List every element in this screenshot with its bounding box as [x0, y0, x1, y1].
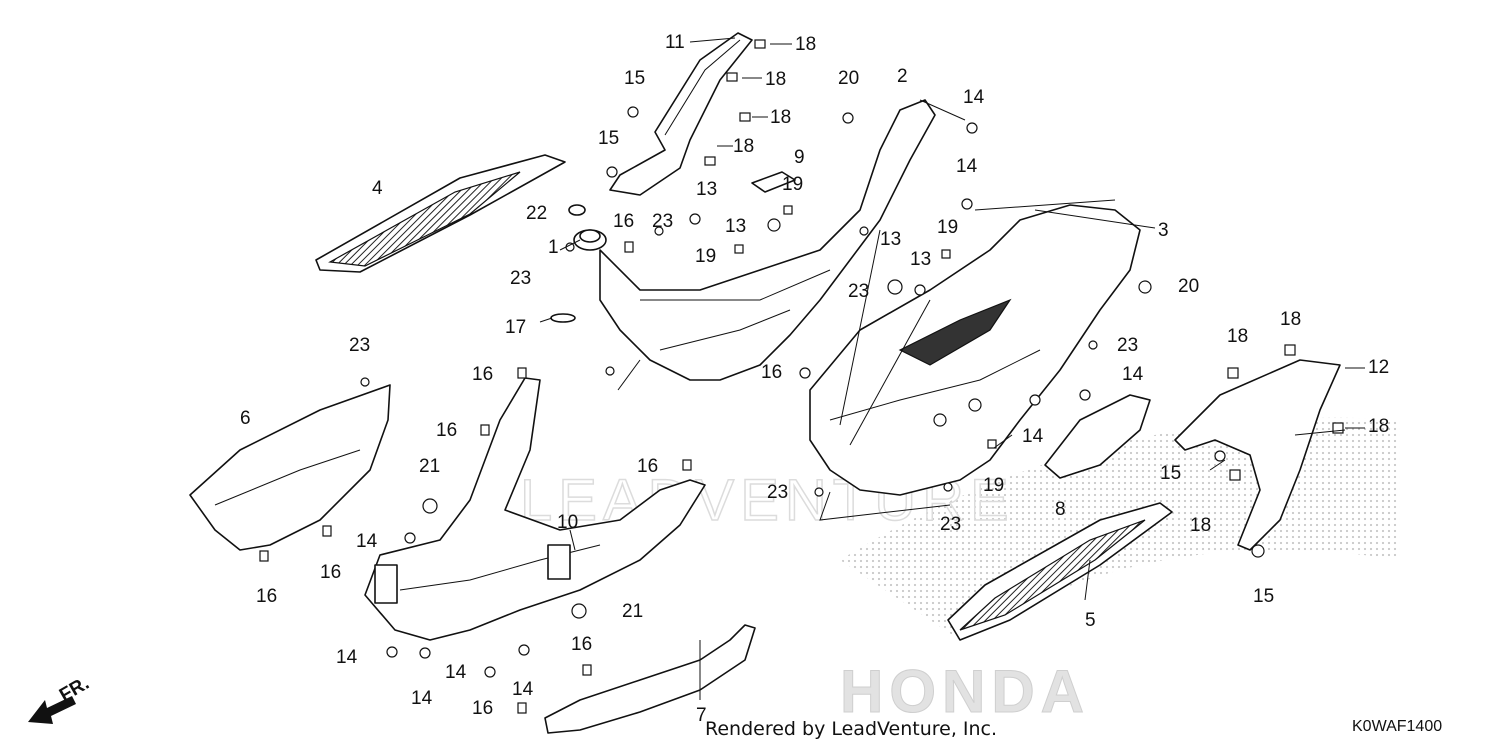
- callout-label-14: 14: [1122, 364, 1144, 385]
- leader-lines: [539, 37, 1365, 700]
- callout-label-1: 1: [548, 237, 559, 258]
- callout-label-16: 16: [472, 698, 493, 719]
- callout-label-18: 18: [1227, 326, 1248, 347]
- footer-credit: Rendered by LeadVenture, Inc.: [705, 718, 998, 740]
- callout-label-23: 23: [510, 268, 531, 289]
- callout-label-23: 23: [349, 335, 370, 356]
- part-22-clip: [568, 204, 586, 216]
- callout-label-19: 19: [937, 217, 958, 238]
- part-5-step-cover-right: [947, 502, 1173, 641]
- callout-label-16: 16: [320, 562, 341, 583]
- callout-label-11: 11: [665, 32, 685, 53]
- callout-label-7: 7: [696, 705, 707, 726]
- callout-label-15: 15: [1253, 586, 1274, 607]
- callout-label-4: 4: [372, 178, 383, 199]
- callout-label-15: 15: [598, 128, 619, 149]
- callout-label-19: 19: [695, 246, 716, 267]
- callout-label-18: 18: [1280, 309, 1301, 330]
- callout-label-6: 6: [240, 408, 251, 429]
- part-9-label-pad: [751, 171, 796, 193]
- callout-label-16: 16: [472, 364, 493, 385]
- callout-label-18: 18: [733, 136, 754, 157]
- callout-label-14: 14: [512, 679, 534, 700]
- callout-label-13: 13: [725, 216, 746, 237]
- callout-label-14: 14: [963, 87, 985, 108]
- callout-label-23: 23: [848, 281, 869, 302]
- callout-label-9: 9: [794, 147, 805, 168]
- callout-label-10: 10: [557, 512, 578, 533]
- callout-label-16: 16: [761, 362, 782, 383]
- part-7-lower-skirt: [544, 624, 756, 734]
- part-17-collar: [550, 313, 576, 323]
- part-11-rear-cover-left: [609, 32, 753, 196]
- callout-label-14: 14: [445, 662, 467, 683]
- callout-label-20: 20: [1178, 276, 1199, 297]
- front-direction-arrow: FR.: [28, 673, 93, 724]
- callout-label-14: 14: [356, 531, 378, 552]
- callout-label-18: 18: [1368, 416, 1389, 437]
- callout-label-16: 16: [256, 586, 277, 607]
- part-3-floor-body: [809, 204, 1141, 496]
- part-6-under-cover-left: [189, 384, 391, 551]
- callout-label-23: 23: [940, 514, 961, 535]
- part-1-rubber-grommet: [573, 229, 607, 251]
- callout-label-21: 21: [419, 456, 440, 477]
- callout-label-14: 14: [336, 647, 358, 668]
- part-12-rear-cover-right: [1174, 359, 1341, 551]
- callout-label-23: 23: [1117, 335, 1138, 356]
- callout-label-18: 18: [795, 34, 816, 55]
- callout-label-14: 14: [956, 156, 978, 177]
- callout-label-18: 18: [765, 69, 786, 90]
- callout-label-23: 23: [767, 482, 788, 503]
- callout-label-15: 15: [1160, 463, 1181, 484]
- callout-label-22: 22: [526, 203, 547, 224]
- callout-label-16: 16: [571, 634, 592, 655]
- fasteners: [259, 39, 1344, 714]
- callout-label-13: 13: [910, 249, 931, 270]
- callout-label-14: 14: [411, 688, 433, 709]
- callout-label-13: 13: [696, 179, 717, 200]
- part-10-under-cover: [364, 377, 706, 641]
- callout-label-12: 12: [1368, 357, 1389, 378]
- callout-label-23: 23: [652, 211, 673, 232]
- callout-label-19: 19: [782, 174, 803, 195]
- callout-label-16: 16: [613, 211, 634, 232]
- part-4-step-cover-left: [315, 154, 566, 273]
- callout-label-18: 18: [770, 107, 791, 128]
- svg-text:HONDA: HONDA: [840, 658, 1090, 725]
- callout-label-8: 8: [1055, 499, 1066, 520]
- diagram-code: K0WAF1400: [1352, 718, 1443, 735]
- callout-label-16: 16: [436, 420, 457, 441]
- callout-label-13: 13: [880, 229, 901, 250]
- callout-label-17: 17: [505, 317, 526, 338]
- callout-label-18: 18: [1190, 515, 1211, 536]
- callout-label-14: 14: [1022, 426, 1044, 447]
- callout-label-2: 2: [897, 66, 908, 87]
- callout-label-20: 20: [838, 68, 859, 89]
- callout-label-19: 19: [983, 475, 1004, 496]
- callout-label-16: 16: [637, 456, 658, 477]
- callout-label-5: 5: [1085, 610, 1096, 631]
- callout-label-21: 21: [622, 601, 643, 622]
- callout-label-15: 15: [624, 68, 645, 89]
- callout-label-3: 3: [1158, 220, 1169, 241]
- part-2-inner-cover: [599, 99, 936, 381]
- callout-labels: 11 18 18 18 18 15 15 20 2 14 9 4 13 19 14 22 16 23 13 1 19 13…: [240, 32, 1389, 726]
